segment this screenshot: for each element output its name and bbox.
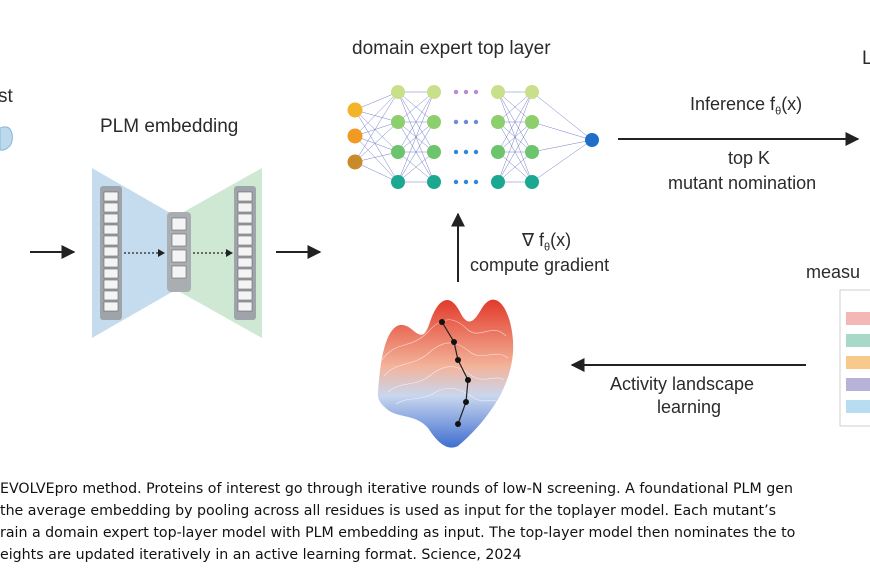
plm-embedding-block — [92, 168, 262, 338]
domain-expert-title: domain expert top layer — [352, 38, 551, 59]
measurement-panel — [839, 289, 870, 427]
figure-caption: EVOLVEpro method. Proteins of interest g… — [0, 478, 870, 566]
measurement-bar — [846, 400, 870, 413]
caption-line: EVOLVEpro method. Proteins of interest g… — [0, 481, 793, 497]
measurement-label: measu — [806, 262, 861, 282]
neural-network — [347, 85, 599, 189]
measurement-bar — [846, 334, 870, 347]
partial-label-right: L — [862, 48, 870, 69]
inference-label: Inference fθ(x) — [690, 94, 803, 118]
compute-gradient-label: compute gradient — [470, 255, 610, 275]
optimization-path — [441, 321, 469, 425]
input-node — [347, 128, 363, 144]
mutant-nomination-label: mutant nomination — [668, 173, 817, 193]
gradient-formula-label: ∇ fθ(x) — [522, 230, 572, 254]
caption-line: eights are updated iteratively in an act… — [0, 547, 522, 563]
caption-line: rain a domain expert top-layer model wit… — [0, 525, 796, 541]
caption-line: the average embedding by pooling across … — [0, 503, 776, 519]
plm-embedding-title: PLM embedding — [100, 116, 239, 137]
input-node — [347, 102, 363, 118]
learning-label: learning — [657, 397, 722, 417]
topk-label: top K — [728, 148, 771, 168]
measurement-bar — [846, 378, 870, 391]
activity-landscape-label: Activity landscape — [610, 374, 755, 394]
input-node — [347, 154, 363, 170]
partial-label-left: st — [0, 86, 13, 107]
output-node — [585, 133, 599, 147]
measurement-bar — [846, 312, 870, 325]
activity-landscape-surface — [377, 299, 514, 448]
measurement-bar — [846, 356, 870, 369]
partial-protein-icon — [0, 126, 13, 151]
